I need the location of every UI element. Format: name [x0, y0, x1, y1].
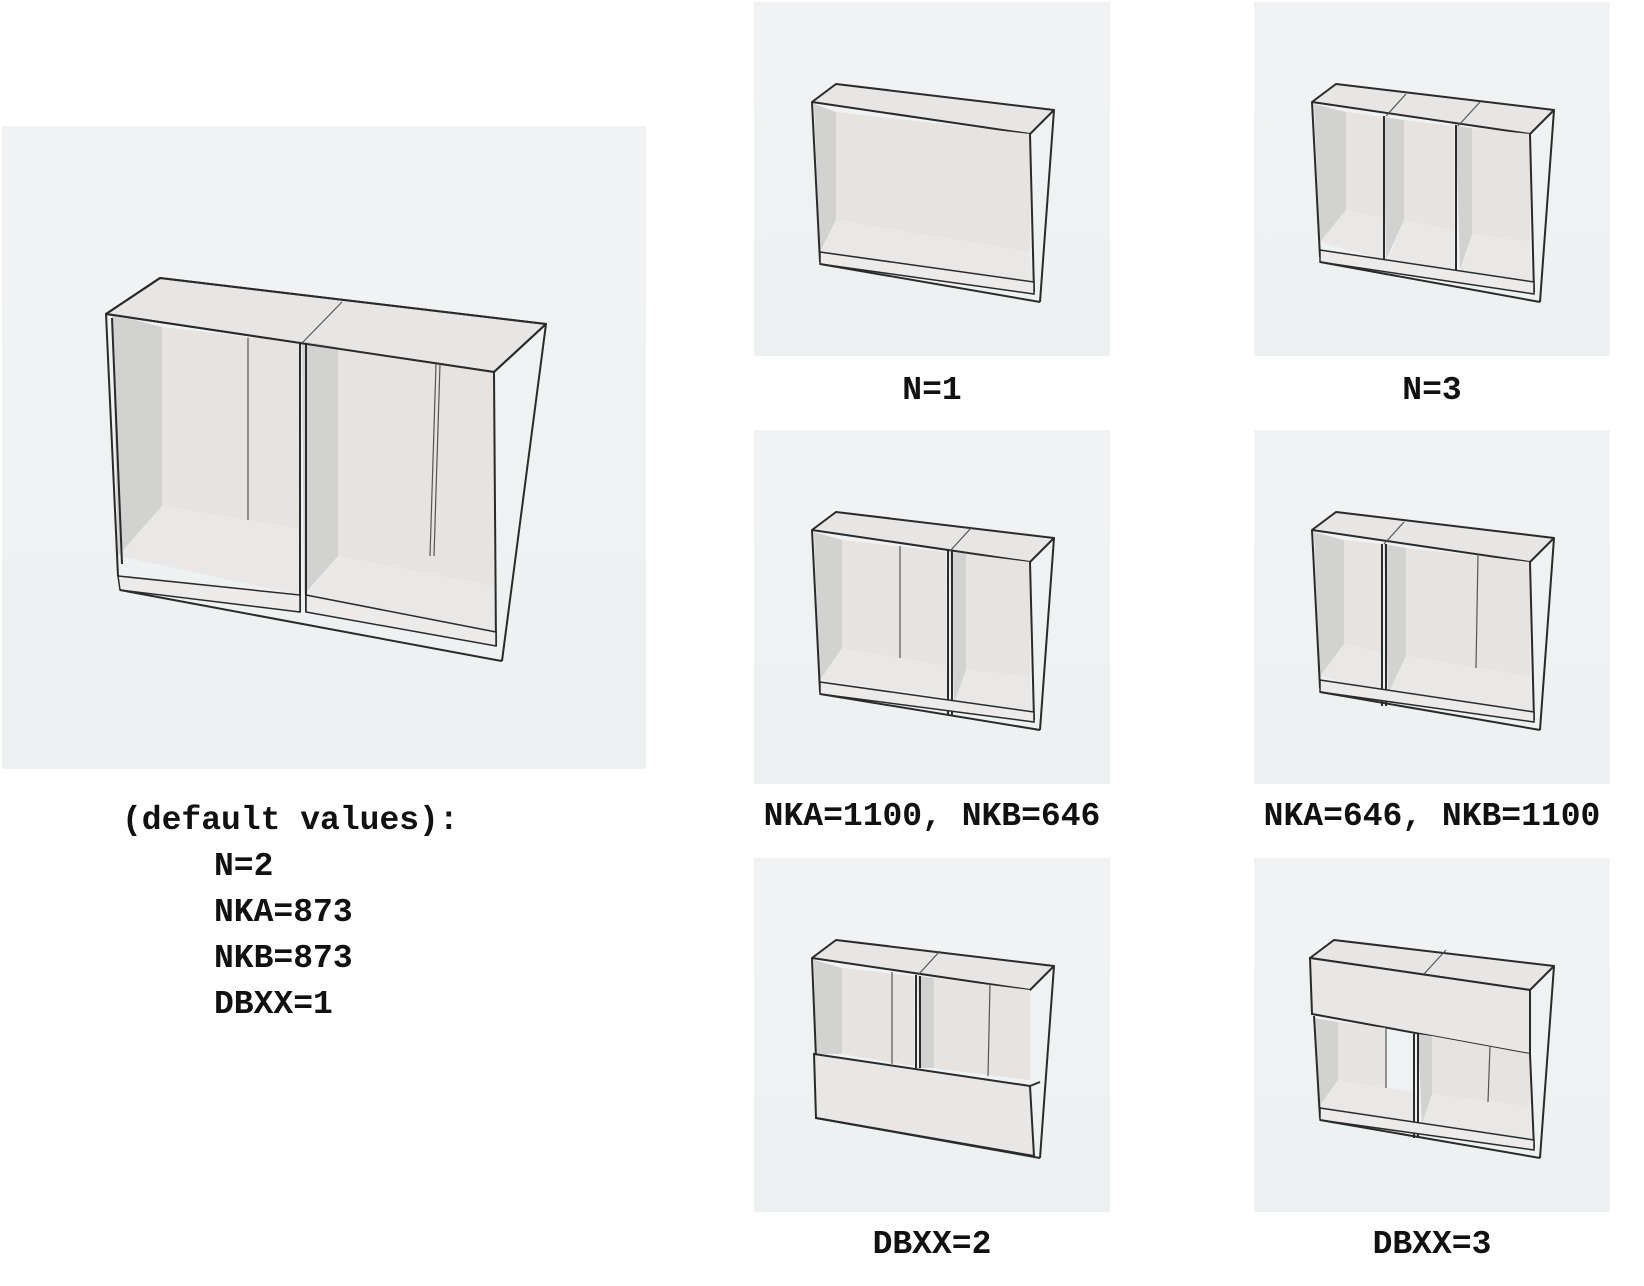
param-dbxx: DBXX=1 [214, 986, 333, 1023]
variant-n3-label: N=3 [1402, 372, 1462, 409]
variant-n3-render [1254, 2, 1610, 356]
variant-n1-label: N=1 [902, 372, 962, 409]
param-nkb: NKB=873 [214, 940, 353, 977]
variant-nka1100-label: NKA=1100, NKB=646 [763, 798, 1101, 835]
default-values-heading: (default values): [122, 802, 459, 839]
variant-dbxx2-label: DBXX=2 [872, 1226, 992, 1263]
variant-nka646-label: NKA=646, NKB=1100 [1263, 798, 1601, 835]
param-n: N=2 [214, 848, 274, 885]
variant-n1-render [754, 2, 1110, 356]
variant-nka646-render [1254, 430, 1610, 784]
param-nka: NKA=873 [214, 894, 353, 931]
default-cabinet-render [2, 126, 646, 769]
variant-nka1100-render [754, 430, 1110, 784]
default-cabinet-drawing [105, 277, 547, 662]
variant-dbxx2-render [754, 858, 1110, 1212]
default-values-block: (default values): N=2 NKA=873 NKB=873 DB… [122, 798, 459, 1028]
variant-dbxx3-label: DBXX=3 [1372, 1226, 1492, 1263]
variant-dbxx3-render [1254, 858, 1610, 1212]
